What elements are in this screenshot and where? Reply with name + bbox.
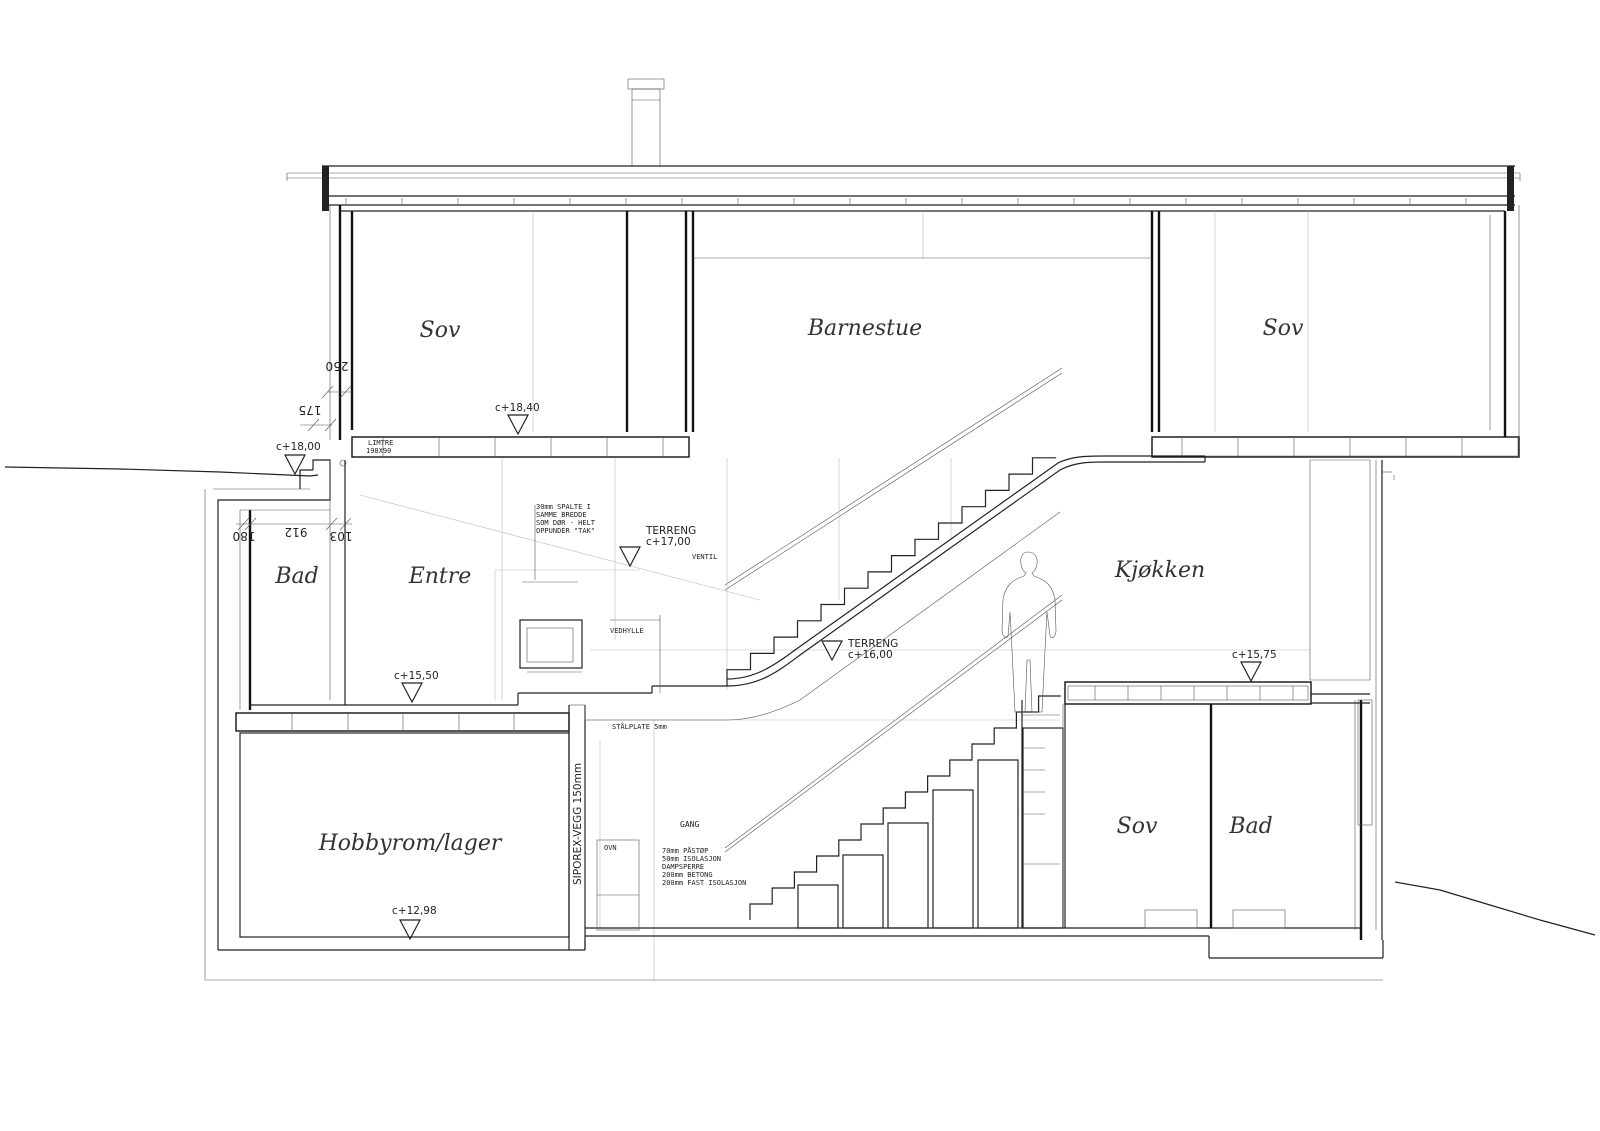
level-top-wall: c+18,00	[276, 441, 321, 453]
level-upper-floor: c+18,40	[495, 402, 540, 414]
note-build-3: DAMPSPERRE	[662, 863, 704, 871]
terrain-upper-label: TERRENG	[645, 525, 696, 537]
roof-joists	[345, 198, 1467, 204]
note-build-4: 200mm BETONG	[662, 871, 713, 879]
floor-joists-left	[382, 437, 664, 457]
room-label-bad-left: Bad	[274, 564, 318, 589]
chimney	[627, 78, 665, 167]
room-label-bad-lower: Bad	[1228, 814, 1272, 839]
room-label-sov-upper-right: Sov	[1263, 316, 1304, 341]
note-stalplate: STÅLPLATE 5mm	[612, 722, 667, 731]
note-spalte-1: 30mm SPALTE I	[536, 503, 591, 511]
level-kitchen-floor: c+15,75	[1232, 649, 1277, 661]
stair-lower	[749, 695, 1064, 929]
stair-storage-box	[932, 789, 974, 929]
note-vedhylle: VEDHYLLE	[610, 627, 644, 635]
note-limtre-2: 198X90	[366, 447, 391, 455]
stove	[519, 505, 661, 931]
floor-joists-right	[1181, 437, 1519, 457]
room-label-barnestue: Barnestue	[807, 316, 922, 341]
dim-103: 103	[330, 529, 353, 543]
note-build-1: 70mm PÅSTØP	[662, 846, 708, 855]
note-spalte-3: SOM DØR - HELT	[536, 519, 596, 527]
note-siporex: SIPOREX-VEGG 150mm	[572, 763, 584, 885]
stair-storage-box	[887, 822, 929, 929]
terrain-marker-lower	[821, 640, 843, 662]
stair-storage-box	[977, 759, 1019, 929]
level-marker-entre	[401, 682, 423, 704]
room-label-sov-upper-left: Sov	[420, 318, 461, 343]
dim-250: 250	[326, 359, 349, 373]
note-ovn: OVN	[604, 844, 617, 852]
dim-180: 180	[233, 529, 256, 543]
upper-floor	[329, 205, 1520, 458]
right-walls	[1062, 459, 1395, 940]
note-build-5: 200mm FAST ISOLASJON	[662, 879, 746, 887]
level-marker-kitchen	[1240, 661, 1262, 683]
room-label-hobbyrom: Hobbyrom/lager	[318, 831, 503, 856]
note-ventil: VENTIL	[692, 553, 717, 561]
note-gang: GANG	[680, 820, 699, 829]
note-limtre-1: LIMTRE	[368, 439, 393, 447]
terrain-marker-upper	[619, 546, 641, 568]
dim-175: 175	[299, 403, 322, 417]
level-marker-basement	[399, 919, 421, 941]
human-figure	[1001, 551, 1057, 713]
stair-storage-box	[1022, 727, 1064, 929]
terrain-upper-level: c+17,00	[646, 536, 691, 548]
room-label-kjokken: Kjøkken	[1114, 558, 1205, 583]
level-marker-upper	[507, 414, 529, 436]
level-entre-floor: c+15,50	[394, 670, 439, 682]
lower-left-walls	[204, 459, 1384, 981]
stair-upper	[584, 455, 1206, 721]
room-label-entre: Entre	[408, 564, 472, 589]
stair-storage-box	[842, 854, 884, 929]
dimension-marks	[236, 385, 352, 531]
note-spalte-4: OPPUNDER "TAK"	[536, 527, 595, 535]
terrain-lower-level: c+16,00	[848, 649, 893, 661]
dim-912: 912	[285, 525, 308, 539]
level-basement-floor: c+12,98	[392, 905, 437, 917]
terrain-lower-label: TERRENG	[847, 638, 898, 650]
rail-lines	[724, 367, 1063, 853]
level-markers	[284, 414, 1262, 941]
note-build-2: 50mm ISOLASJON	[662, 855, 721, 863]
roof	[286, 165, 1521, 211]
stair-storage-box	[797, 884, 839, 929]
level-marker-top-wall	[284, 454, 306, 476]
terrain-lines	[4, 466, 1596, 936]
room-label-sov-lower: Sov	[1117, 814, 1158, 839]
note-spalte-2: SAMME BREDDE	[536, 511, 587, 519]
